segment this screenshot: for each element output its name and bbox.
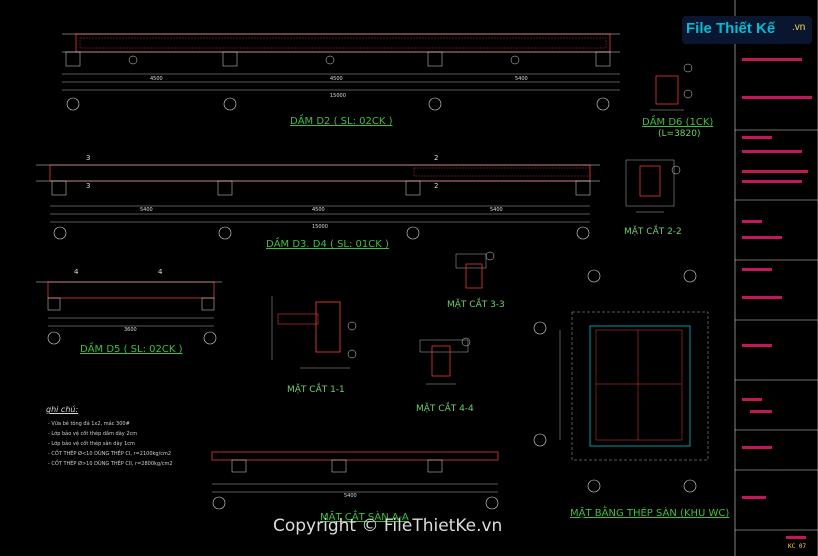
notes-title: ghi chú: [46, 405, 79, 414]
svg-text:4: 4 [158, 268, 163, 276]
d2-total-dim: 15000 [330, 93, 346, 99]
note-line: - Vữa bê tông đá 1x2, mác 300# [48, 421, 130, 427]
note-line: - CỐT THÉP Ø<10 DÙNG THÉP CI, r=2100kg/c… [48, 451, 172, 457]
title-d5: DẦM D5 ( SL: 02CK ) [80, 341, 183, 355]
section-3-3 [455, 251, 495, 289]
slab-section-a-a: 5400 [211, 451, 499, 510]
d3-span-2: 4500 [312, 207, 325, 213]
title-mc-3-3: MẶT CẮT 3-3 [447, 297, 505, 310]
title-block [734, 0, 818, 556]
san-total-dim: 5400 [344, 493, 357, 499]
d2-span-2: 4500 [330, 76, 343, 82]
title-mc-san: MẶT CẮT SÀN A-A [320, 509, 409, 523]
logo-domain-text: .vn [792, 22, 806, 33]
beam-d2: 15000 4500 4500 5400 [62, 33, 620, 111]
title-d3-d4: DẦM D3. D4 ( SL: 01CK ) [266, 236, 389, 250]
title-mc-2-2: MẶT CẮT 2-2 [624, 224, 682, 237]
svg-text:4: 4 [74, 268, 79, 276]
note-line: - CỐT THÉP Ø>10 DÙNG THÉP CII, r=2800kg/… [48, 461, 173, 467]
svg-text:3: 3 [86, 154, 90, 162]
section-1-1 [271, 296, 357, 369]
title-mc-4-4: MẶT CẮT 4-4 [416, 401, 474, 414]
note-line: - Lớp bảo vệ cốt thép sàn dày 1cm [48, 441, 135, 447]
d3-span-1: 5400 [140, 207, 153, 213]
title-mc-1-1: MẶT CẮT 1-1 [287, 382, 345, 395]
sheet-code: KC 07 [788, 543, 807, 550]
beam-d3-d4: 15000 5400 4500 5400 3 3 2 2 [36, 154, 600, 240]
section-4-4 [419, 337, 471, 385]
d3-span-3: 5400 [490, 207, 503, 213]
logo-mark-icon [682, 16, 812, 44]
title-mb-san: MẶT BẰNG THÉP SÀN (KHU WC) [570, 505, 729, 519]
title-d6: DẦM D6 (1CK) [642, 114, 713, 128]
title-d2: DẦM D2 ( SL: 02CK ) [290, 113, 393, 127]
slab-plan [533, 269, 709, 493]
copyright-watermark: Copyright © FileThietKe.vn [273, 516, 503, 536]
d5-total-dim: 3600 [124, 327, 137, 333]
beam-d6-section [650, 63, 693, 111]
section-2-2 [625, 159, 681, 213]
logo-brand-text: File Thiết Kế [686, 20, 776, 37]
note-line: - Lớp bảo vệ cốt thép dầm dày 2cm [48, 431, 138, 437]
d3-total-dim: 15000 [312, 224, 328, 230]
beam-d5: 3600 4 4 [36, 268, 222, 345]
svg-text:2: 2 [434, 182, 438, 190]
svg-text:2: 2 [434, 154, 438, 162]
svg-text:3: 3 [86, 182, 90, 190]
subtitle-d6: (L=3820) [658, 129, 700, 139]
d2-span-3: 5400 [515, 76, 528, 82]
brand-logo[interactable]: File Thiết Kế .vn [680, 12, 818, 48]
d2-span-1: 4500 [150, 76, 163, 82]
